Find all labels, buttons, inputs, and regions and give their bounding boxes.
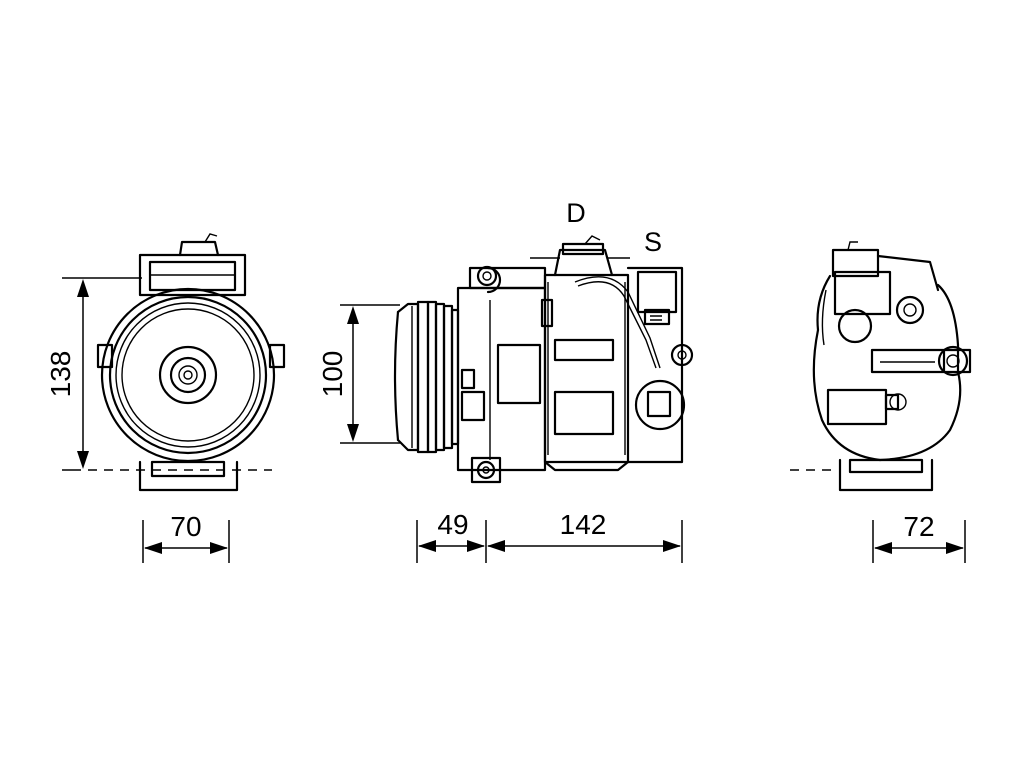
side-height-label: 100: [317, 351, 348, 398]
body-length-label: 142: [560, 509, 607, 540]
side-pulley: [395, 302, 458, 452]
front-height-dimension: 138: [45, 278, 142, 470]
rear-body: [814, 272, 960, 460]
rear-right-connector: [939, 347, 970, 375]
side-wire: [575, 277, 660, 368]
discharge-port-label: D: [566, 198, 586, 228]
rear-bottom-mount: [840, 460, 932, 490]
front-bottom-mount: [140, 462, 237, 490]
side-connector: [636, 345, 692, 429]
discharge-port: [530, 236, 630, 275]
side-length-dimensions: 49 142: [417, 509, 682, 563]
rear-top-mount: [833, 242, 938, 290]
rear-view: 72: [790, 242, 970, 563]
front-pulley: [102, 289, 274, 461]
rear-width-label: 72: [903, 511, 934, 542]
side-height-dimension: 100: [317, 305, 400, 443]
side-main-body: [545, 275, 628, 470]
front-height-label: 138: [45, 351, 76, 398]
front-view: 138 70: [45, 234, 284, 563]
side-bottom-lug: [472, 458, 500, 482]
front-top-mount: [140, 234, 245, 295]
front-width-dimension: 70: [143, 511, 229, 563]
rear-width-dimension: 72: [873, 511, 965, 563]
front-width-label: 70: [170, 511, 201, 542]
side-view: D S 100 49 142: [317, 198, 692, 563]
side-front-housing: [458, 267, 552, 470]
suction-port-label: S: [644, 227, 662, 257]
pulley-length-label: 49: [437, 509, 468, 540]
front-right-ear: [270, 345, 284, 367]
suction-port: [628, 268, 682, 462]
